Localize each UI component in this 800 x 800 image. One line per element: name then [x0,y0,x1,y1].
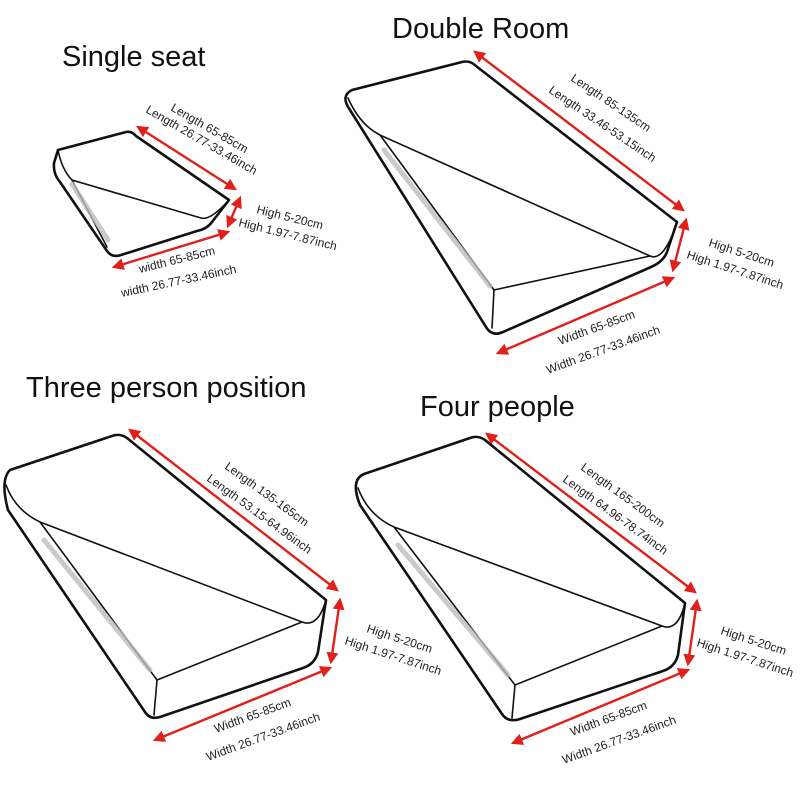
length-arrow [473,50,685,212]
length-arrow [128,428,339,592]
panel-double-room: Double Room Length 85-135cm Length 33.46… [344,13,785,377]
high-arrow [326,597,345,665]
width-arrow [152,666,333,742]
width-inch-label: width 26.77-33.46inch [119,262,238,300]
panel-single-seat: Single seat Length 65-85cm Length 26.77-… [52,41,338,300]
panel-title: Four people [420,391,575,423]
panel-title: Double Room [392,13,569,45]
cushion-three [3,433,328,720]
high-arrow [669,217,690,273]
length-arrow [135,125,238,191]
cushion-double [344,60,679,335]
panel-title: Three person position [26,372,307,404]
panel-three-person: Three person position Length 135-165cm L… [3,372,443,764]
width-arrow [495,276,676,355]
length-arrow [485,432,697,594]
high-arrow [226,195,242,229]
panel-title: Single seat [62,41,206,73]
cushion-four [354,435,687,722]
width-arrow [111,229,231,270]
panel-four-people: Four people Length 165-200cm Length 64.9… [354,391,795,767]
width-arrow [510,668,691,745]
high-arrow [683,598,702,667]
cushion-single [52,130,231,258]
